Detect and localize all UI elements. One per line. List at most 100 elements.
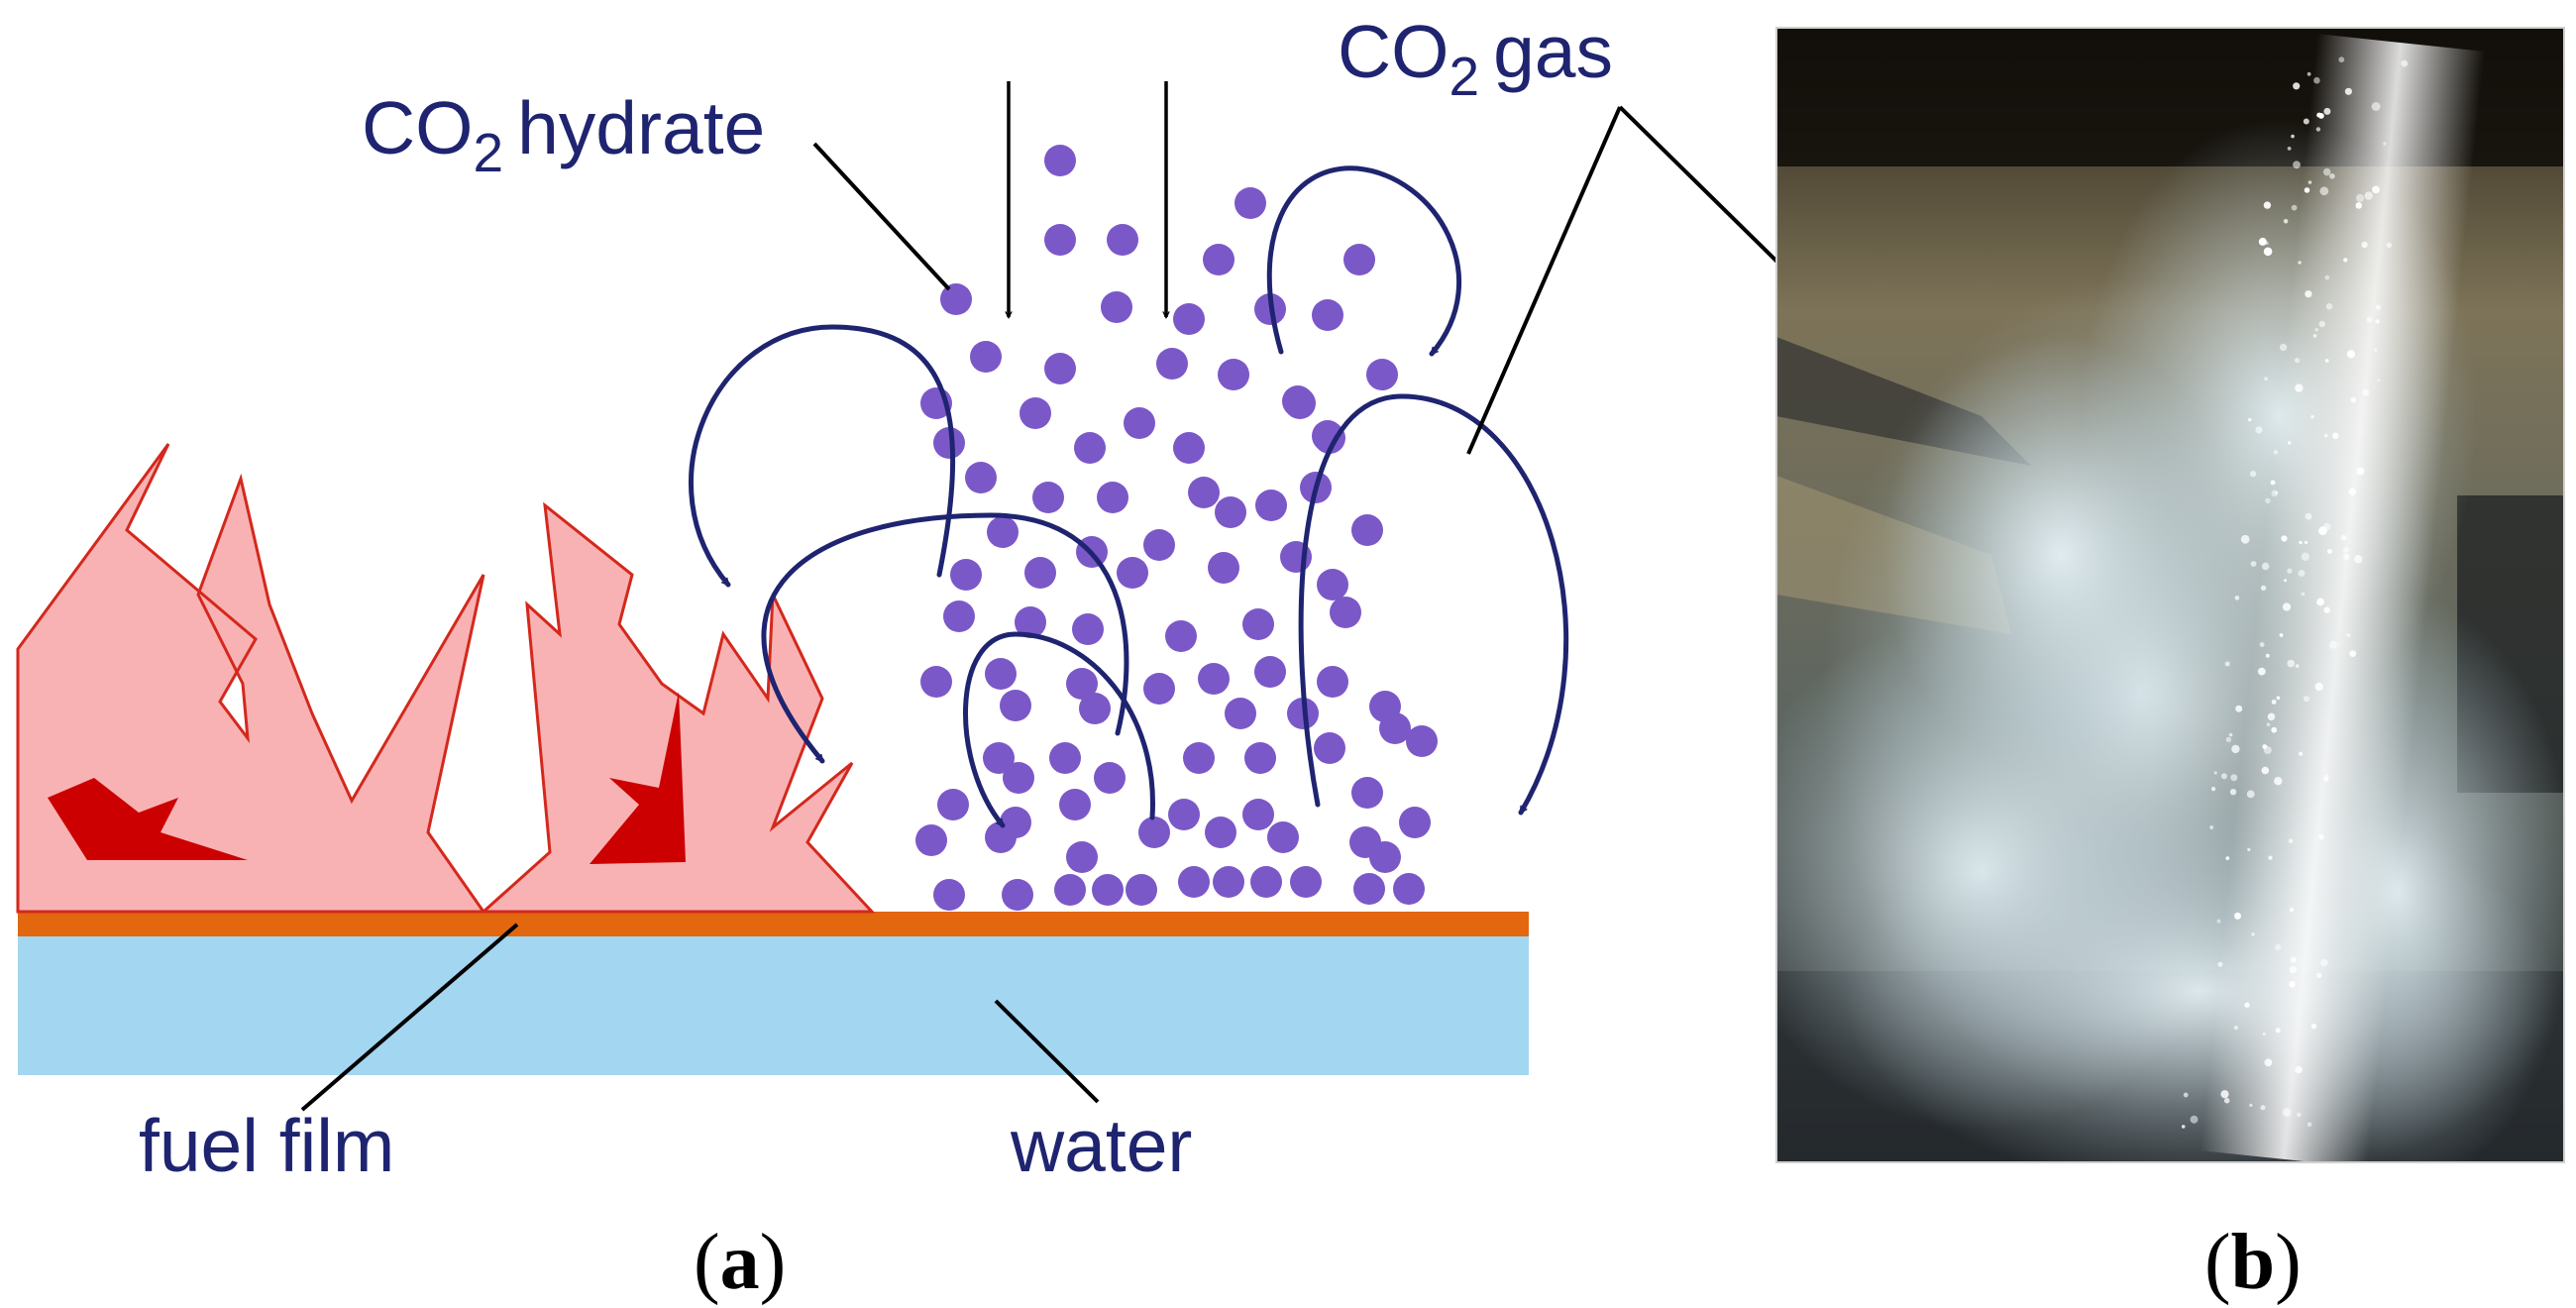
- sparkle: [2281, 535, 2288, 542]
- sparkle: [2293, 82, 2301, 90]
- sparkle: [2316, 972, 2322, 978]
- hydrate-particle: [1225, 698, 1256, 729]
- sparkle: [2295, 1065, 2303, 1074]
- photo-border: [1775, 27, 2565, 1163]
- sparkle: [2343, 547, 2349, 553]
- hydrate-particle: [1254, 656, 1286, 688]
- hydrate-particle: [1242, 799, 1274, 830]
- sparkle: [2265, 653, 2270, 658]
- sparkle: [2344, 87, 2352, 95]
- sparkle: [2297, 1112, 2302, 1118]
- curve-arrow-2: [761, 512, 1129, 764]
- sparkle: [2304, 187, 2310, 193]
- sparkle: [2338, 56, 2345, 63]
- hydrate-particle: [950, 559, 982, 591]
- hydrate-particle: [1250, 866, 1282, 898]
- hydrate-particle: [1138, 817, 1170, 848]
- hydrate-particle: [983, 742, 1015, 774]
- hydrate-particle: [1255, 490, 1287, 521]
- sparkle: [2324, 359, 2329, 363]
- hydrate-particle: [1126, 874, 1157, 906]
- curve-arrow-3: [962, 631, 1155, 828]
- sparkle: [2299, 540, 2303, 545]
- sparkle: [2250, 561, 2257, 567]
- sparkle: [2233, 1025, 2238, 1031]
- sparkle: [2364, 191, 2373, 200]
- sparkle: [2220, 1090, 2229, 1099]
- sparkle: [2279, 343, 2288, 352]
- sparkle: [2346, 350, 2355, 359]
- sparkle: [2301, 592, 2306, 597]
- leader-co2-hydrate: [812, 142, 951, 291]
- sparkle: [2225, 856, 2230, 860]
- sparkle: [2316, 598, 2325, 606]
- sparkle: [2255, 426, 2263, 434]
- sparkle: [2319, 186, 2329, 196]
- hydrate-particle: [1218, 359, 1249, 390]
- sparkle: [2247, 847, 2251, 852]
- sparkle: [2248, 417, 2252, 422]
- sparkle: [2267, 712, 2276, 721]
- sparkle: [2375, 319, 2380, 324]
- sparkle: [2244, 1002, 2250, 1008]
- hydrate-particle: [940, 283, 972, 315]
- hydrate-particle: [1203, 244, 1234, 275]
- sparkle: [2303, 696, 2309, 703]
- sparkle: [2284, 579, 2288, 583]
- sparkle: [2312, 334, 2317, 338]
- sparkle: [2251, 932, 2255, 936]
- sparkle: [2287, 147, 2292, 151]
- hydrate-particle: [1351, 777, 1383, 809]
- sparkle: [2249, 1103, 2253, 1107]
- sparkle: [2383, 142, 2387, 146]
- hydrate-particle: [1044, 224, 1076, 256]
- sparkle: [2234, 912, 2241, 920]
- sparkle: [2314, 682, 2323, 692]
- co2-hydrate-particles: [915, 145, 1438, 911]
- sparkle: [2377, 379, 2381, 382]
- sparkle: [2366, 316, 2373, 323]
- sparkle: [2287, 568, 2293, 574]
- hydrate-particle: [937, 789, 969, 820]
- sparkle: [2295, 383, 2304, 392]
- hydrate-particle: [1143, 529, 1175, 561]
- sparkle: [2307, 71, 2311, 76]
- hydrate-particle: [1165, 620, 1197, 652]
- sparkle: [2240, 534, 2250, 544]
- sparkle: [2229, 789, 2237, 796]
- sparkle: [2259, 642, 2265, 647]
- sparkle: [2289, 966, 2297, 974]
- sparkle: [2257, 667, 2266, 676]
- sparkle: [2275, 1028, 2281, 1034]
- sparkle: [2225, 736, 2232, 743]
- curve-arrow-4: [1266, 165, 1461, 357]
- hydrate-particle: [1213, 866, 1244, 898]
- sparkle: [2323, 107, 2331, 115]
- sparkle: [2275, 943, 2282, 951]
- sparkle: [2209, 825, 2214, 829]
- sparkle: [2318, 320, 2325, 328]
- falling-arrows: [1009, 81, 1166, 317]
- hydrate-particle: [1366, 359, 1398, 390]
- sparkle: [2261, 562, 2270, 571]
- sparkle: [2310, 414, 2314, 419]
- sparkle: [2271, 726, 2278, 733]
- sparkle: [2291, 134, 2295, 139]
- flame-core-left: [48, 778, 248, 860]
- sparkle: [2224, 661, 2230, 667]
- sparkle: [2324, 774, 2329, 779]
- sparkle: [2356, 193, 2365, 203]
- hydrate-particle: [1215, 496, 1246, 528]
- hydrate-particle: [915, 824, 947, 856]
- sparkle: [2354, 555, 2363, 564]
- gas-jet: [2200, 34, 2486, 1162]
- sparkle: [2308, 180, 2312, 184]
- sparkle: [2318, 833, 2324, 840]
- sparkle: [2262, 1032, 2267, 1036]
- sparkle: [2181, 1125, 2186, 1129]
- flame-core-right: [590, 692, 686, 864]
- sparkle: [2264, 1058, 2273, 1067]
- hydrate-particle: [1314, 732, 1345, 764]
